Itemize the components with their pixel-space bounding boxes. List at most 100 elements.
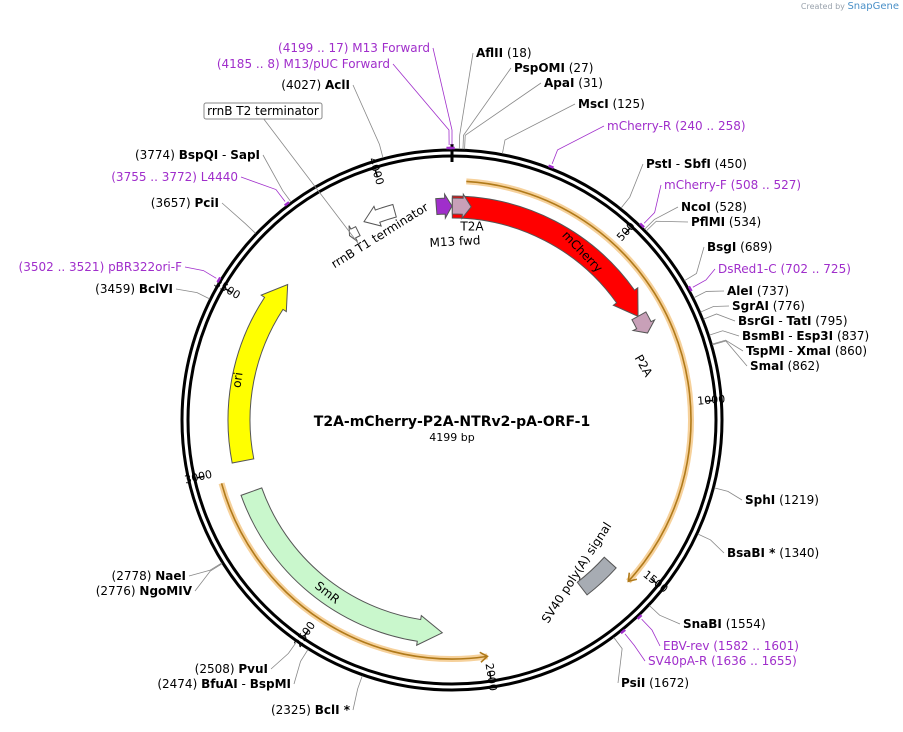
site-coord: (2778): [112, 569, 156, 583]
site-coord: (1554): [722, 617, 766, 631]
boxed-frame-rrnb-t2-terminator: [203, 102, 323, 120]
feature-label-t2a: T2A: [459, 220, 484, 234]
tick-mark-500: [624, 227, 631, 235]
enzyme-label-msci: MscI (125): [578, 97, 645, 111]
enzyme-leader-pspomi: [462, 67, 512, 150]
enzyme-leader-apai: [464, 82, 542, 150]
enzyme-leader-bsabi-: [697, 533, 725, 554]
enzyme-leader-psti: [620, 163, 644, 209]
site-coord: (3502 .. 3521): [19, 260, 109, 274]
site-name: SmaI: [750, 359, 784, 373]
enzyme-leader-sphi: [714, 487, 743, 501]
site-name: BspQI: [179, 148, 219, 162]
site-coord: (3459): [95, 282, 139, 296]
enzyme-leader-bspqi: [262, 154, 292, 203]
tick-mark-1500: [650, 577, 658, 585]
site-coord: -: [218, 148, 230, 162]
enzyme-leader-ngomiv: [194, 563, 223, 592]
site-name: AleI: [727, 284, 753, 298]
primer-label-mcherry-r: mCherry-R (240 .. 258): [607, 119, 746, 133]
site-coord: mCherry-F: [664, 178, 727, 192]
site-coord: SV40pA-R: [648, 654, 707, 668]
site-coord: M13/pUC Forward: [283, 57, 390, 71]
orf-arc-1: [220, 483, 488, 660]
site-coord: (702 .. 725): [777, 262, 851, 276]
credit-prefix: Created by: [800, 2, 845, 11]
enzyme-leader-bsrgi: [703, 313, 736, 322]
enzyme-leader-bsmbi: [709, 330, 740, 337]
site-layer: AflII (18)PspOMI (27)ApaI (31)MscI (125)…: [19, 41, 870, 717]
site-name: XmaI: [797, 344, 831, 358]
site-name: SnaBI: [683, 617, 722, 631]
site-name: TspMI: [746, 344, 785, 358]
tick-label-3000: 3000: [183, 468, 213, 487]
site-name: PspOMI: [514, 61, 565, 75]
enzyme-leader-bcli-: [352, 675, 363, 711]
enzyme-label-psii: PsiI (1672): [621, 676, 689, 690]
enzyme-label-sgrai: SgrAI (776): [732, 299, 805, 313]
enzyme-label-bfuai-bspmi: (2474) BfuAI - BspMI: [157, 677, 291, 691]
site-coord: (450): [711, 157, 747, 171]
feature-rrnb-t1-terminator: [363, 203, 397, 227]
enzyme-label-bsabi-: BsaBI * (1340): [727, 546, 819, 560]
enzyme-label-apai: ApaI (31): [544, 76, 603, 90]
enzyme-leader-aflii: [458, 52, 474, 150]
primer-label-dsred1-c: DsRed1-C (702 .. 725): [718, 262, 851, 276]
site-name: BclVI: [139, 282, 173, 296]
site-coord: -: [784, 329, 796, 343]
enzyme-label-alei: AleI (737): [727, 284, 789, 298]
enzyme-label-tspmi-xmai: TspMI - XmaI (860): [746, 344, 867, 358]
site-coord: (528): [711, 200, 747, 214]
enzyme-leader-acli: [352, 84, 384, 159]
enzyme-leader-sgrai: [700, 305, 730, 313]
site-name: NgoMIV: [139, 584, 192, 598]
primer-mark-mcherry-f: [639, 222, 645, 229]
site-coord: (2776): [96, 584, 140, 598]
site-coord: -: [672, 157, 684, 171]
site-coord: (737): [753, 284, 789, 298]
enzyme-leader-naei: [188, 562, 222, 577]
primer-label-ebv-rev: EBV-rev (1582 .. 1601): [663, 639, 799, 653]
site-coord: -: [238, 677, 250, 691]
site-coord: -: [785, 344, 797, 358]
orf-arc-0: [466, 180, 692, 582]
site-coord: (3755 .. 3772): [111, 170, 201, 184]
boxed-leader-rrnb-t2-terminator: [262, 117, 361, 247]
tick-mark-2500: [303, 629, 310, 637]
enzyme-label-ncoi: NcoI (528): [681, 200, 747, 214]
site-coord: (4027): [281, 78, 325, 92]
site-name: AclI: [325, 78, 350, 92]
enzyme-leader-bclvi: [175, 288, 210, 300]
site-coord: (3657): [151, 196, 195, 210]
site-coord: (1672): [645, 676, 689, 690]
enzyme-leader-alei: [693, 290, 725, 299]
site-name: NcoI: [681, 200, 711, 214]
enzyme-label-bspqi-sapi: (3774) BspQI - SapI: [135, 148, 260, 162]
primer-label-l4440: (3755 .. 3772) L4440: [111, 170, 238, 184]
enzyme-leader-pvui: [270, 641, 297, 670]
enzyme-label-smai: SmaI (862): [750, 359, 820, 373]
enzyme-leader-tspmi: [712, 339, 744, 352]
site-coord: (860): [831, 344, 867, 358]
feature-label-m13-fwd: M13 fwd: [429, 233, 481, 250]
site-name: PsiI: [621, 676, 645, 690]
site-name: PciI: [195, 196, 220, 210]
site-coord: (1340): [775, 546, 819, 560]
feature-sv40-poly-a-signal: [576, 556, 617, 596]
boxed-label-rrnb-t2-terminator: rrnB T2 terminator: [207, 104, 319, 118]
primer-label-m13-puc-forward: (4185 .. 8) M13/pUC Forward: [217, 57, 390, 71]
site-name: MscI: [578, 97, 609, 111]
feature-p2a: [631, 311, 656, 334]
site-name: BsmBI: [742, 329, 784, 343]
enzyme-label-bcli-: (2325) BclI *: [271, 703, 351, 717]
tick-label-1000: 1000: [697, 393, 726, 408]
site-coord: (862): [784, 359, 820, 373]
primer-leader-pbr322ori-f: [184, 266, 217, 279]
site-name: SgrAI: [732, 299, 769, 313]
enzyme-leader-psii: [613, 637, 623, 684]
site-name: ApaI: [544, 76, 574, 90]
site-name: BspMI: [250, 677, 291, 691]
site-coord: DsRed1-C: [718, 262, 777, 276]
site-coord: (3774): [135, 148, 179, 162]
site-coord: (125): [609, 97, 645, 111]
